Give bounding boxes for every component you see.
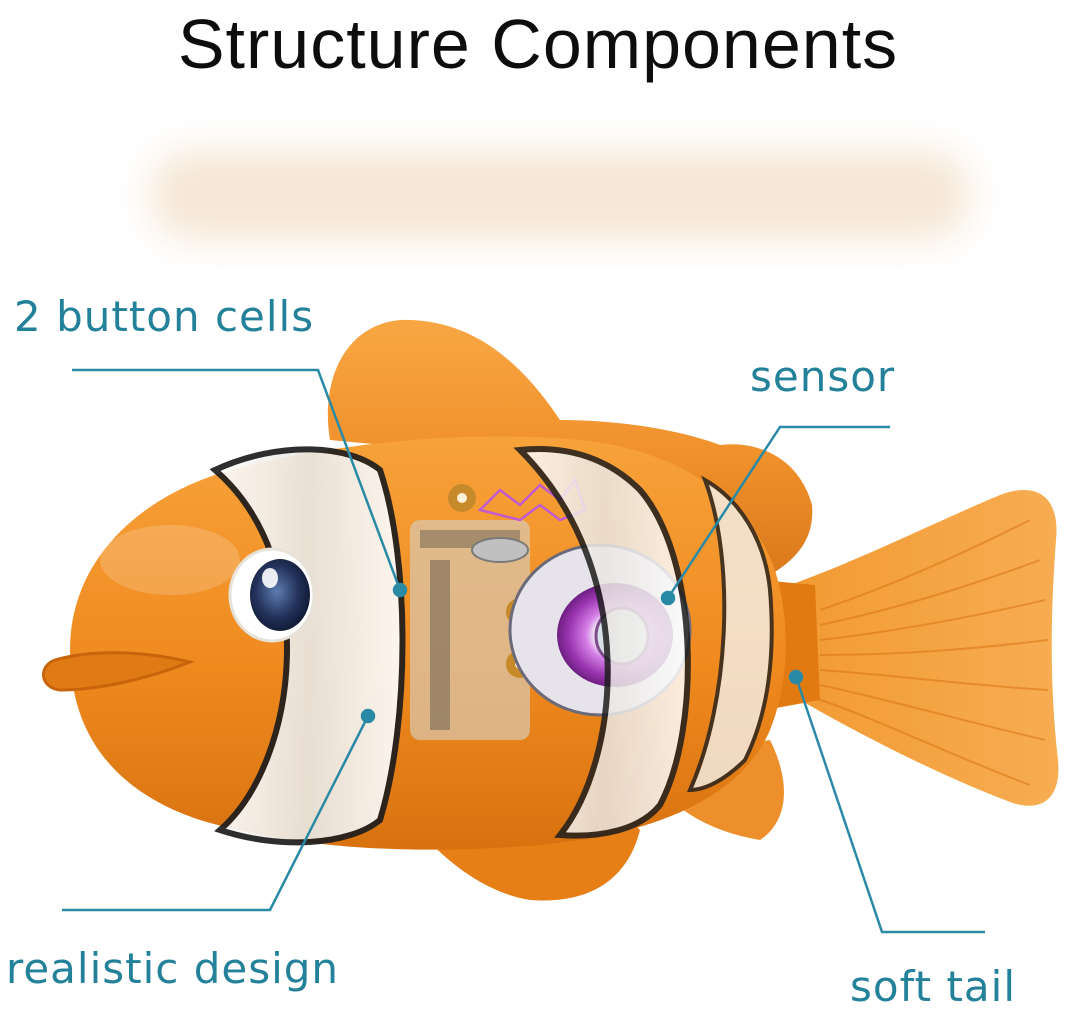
front-stripe [209, 446, 406, 846]
mouth [42, 651, 195, 692]
button-cell-icon [471, 537, 529, 563]
label-sensor: sensor [750, 352, 896, 401]
blurred-area [150, 150, 970, 240]
leader-realistic-design [62, 715, 370, 912]
leader-sensor [666, 425, 890, 599]
label-button-cells: 2 button cells [14, 292, 315, 341]
leader-soft-tail [794, 676, 985, 934]
rear-stripe [686, 475, 774, 793]
fish-eye [228, 547, 316, 643]
label-realistic-design: realistic design [6, 944, 340, 993]
leader-lines [62, 368, 985, 934]
leader-button-cells [72, 368, 402, 591]
tail-fin [790, 490, 1059, 806]
label-soft-tail: soft tail [850, 962, 1016, 1011]
middle-stripe [513, 446, 691, 839]
page-title: Structure Components [177, 5, 899, 83]
